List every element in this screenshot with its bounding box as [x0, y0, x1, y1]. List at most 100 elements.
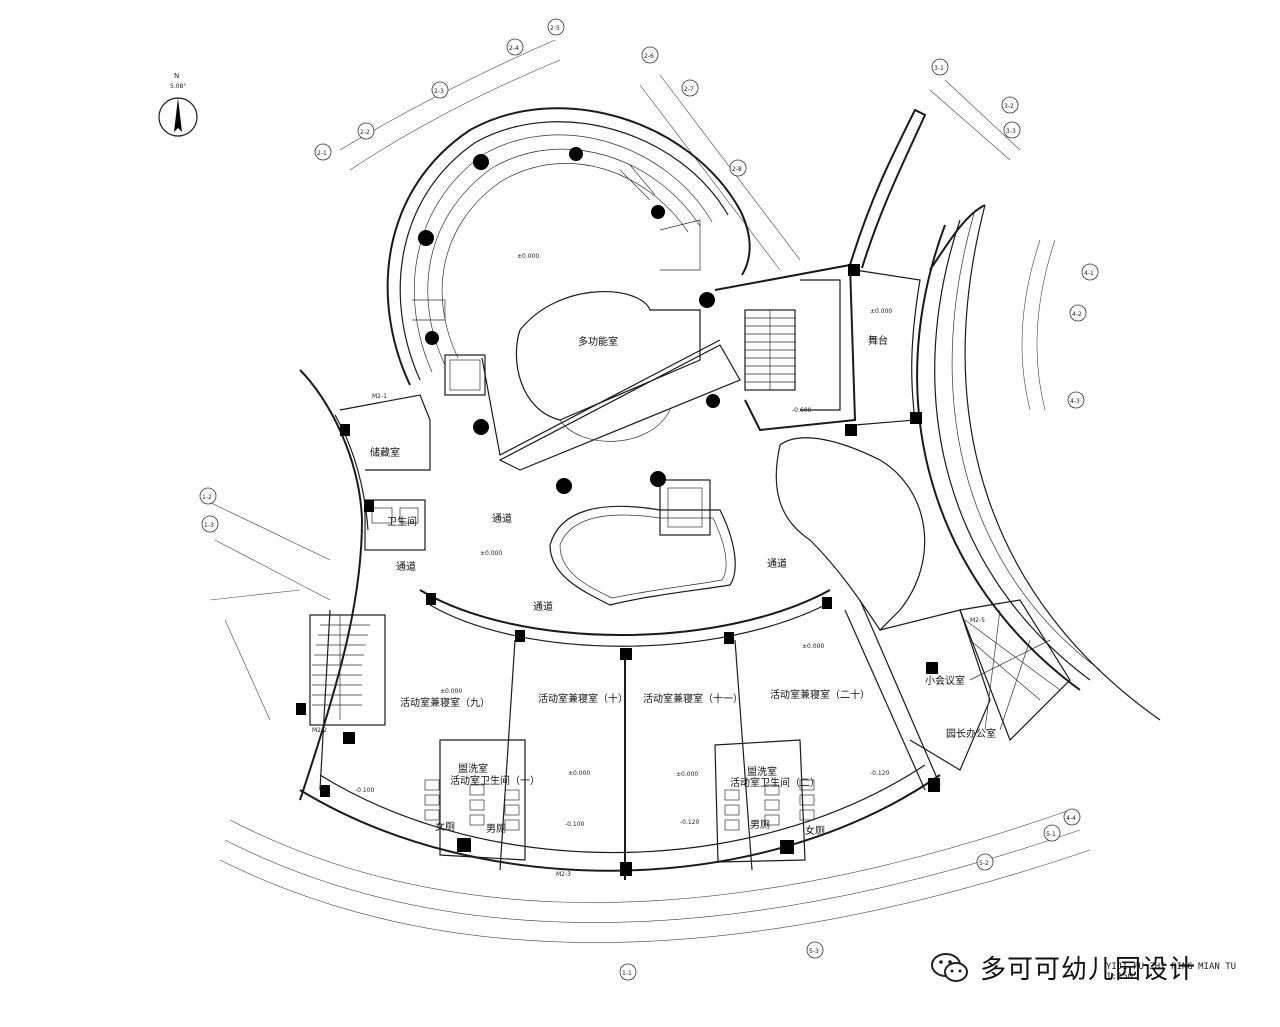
axis-bubble: 5-1: [1043, 824, 1061, 842]
svg-text:4-4: 4-4: [1066, 815, 1076, 822]
north-note: 5.08°: [170, 83, 186, 90]
svg-text:-0.120: -0.120: [680, 819, 700, 826]
svg-text:±0.000: ±0.000: [480, 550, 502, 557]
svg-text:1-1: 1-1: [622, 970, 632, 977]
svg-text:5-2: 5-2: [979, 860, 989, 867]
svg-text:5-1: 5-1: [1046, 831, 1056, 838]
room-labels: 多功能室 储藏室 卫生间 通道 通道 通道 通道 舞台 活动室兼寝室（九） 活动…: [370, 334, 996, 837]
axis-bubble: 1-2: [199, 487, 217, 505]
axis-bubble: 3-3: [1003, 121, 1021, 139]
west-wing: [299, 369, 431, 801]
svg-text:-0.100: -0.100: [565, 821, 585, 828]
svg-text:2-3: 2-3: [434, 88, 444, 95]
level-marks: ±0.000 ±0.000 ±0.000 -0.600 ±0.000 ±0.00…: [355, 253, 892, 828]
svg-text:±0.000: ±0.000: [517, 253, 539, 260]
title-line-1: YIJI FU ZHI PING MIAN TU: [1106, 962, 1237, 972]
room-toilet: 卫生间: [387, 515, 417, 528]
svg-text:3-3: 3-3: [1006, 128, 1016, 135]
room-multi-function: 多功能室: [578, 335, 618, 348]
svg-text:3-1: 3-1: [934, 65, 944, 72]
room-wash-1: 盥洗室: [458, 762, 488, 775]
south-classroom-wing: [299, 589, 1071, 880]
room-activity-11: 活动室兼寝室（十一）: [643, 692, 743, 705]
stair-northeast: [714, 263, 857, 432]
axis-bubble: 5-3: [806, 941, 824, 959]
round-columns: [418, 147, 720, 494]
axis-bubble: 2-2: [357, 122, 375, 140]
svg-text:±0.000: ±0.000: [440, 688, 462, 695]
title-line-2: 1:150: [1106, 972, 1134, 982]
svg-text:2-2: 2-2: [360, 129, 370, 136]
axis-bubble: 4-1: [1081, 263, 1099, 281]
axis-bubble: 4-4: [1063, 808, 1081, 826]
axis-bubble: 2-8: [729, 159, 747, 177]
room-female-1: 女厕: [435, 820, 455, 833]
watermark: 多可可幼儿园设计: [928, 945, 1196, 989]
svg-text:M2-1: M2-1: [372, 393, 387, 400]
svg-text:2-8: 2-8: [732, 166, 742, 173]
room-activity-9: 活动室兼寝室（九）: [400, 696, 490, 709]
columns: [296, 264, 940, 876]
svg-text:2-4: 2-4: [509, 45, 519, 52]
north-compass: N 5.08°: [158, 72, 198, 137]
room-corridor-4: 通道: [767, 557, 787, 570]
svg-text:±0.000: ±0.000: [802, 643, 824, 650]
svg-text:M2-2: M2-2: [312, 727, 327, 734]
svg-text:4-2: 4-2: [1072, 311, 1082, 318]
svg-text:±0.000: ±0.000: [568, 770, 590, 777]
svg-text:2-1: 2-1: [317, 150, 327, 157]
svg-text:1-3: 1-3: [204, 522, 214, 529]
title-block: YIJI FU ZHI PING MIAN TU 1:150: [1106, 962, 1236, 982]
axis-bubble: 4-3: [1067, 391, 1085, 409]
room-storage: 储藏室: [370, 446, 400, 459]
svg-text:M2-3: M2-3: [556, 871, 571, 878]
svg-text:1-2: 1-2: [202, 494, 212, 501]
axis-bubble: 4-2: [1069, 304, 1087, 322]
room-activity-20: 活动室兼寝室（二十）: [770, 688, 870, 701]
room-wash-2-toilet: 活动室卫生间（二）: [730, 776, 820, 789]
axis-bubble: 2-1: [314, 143, 332, 161]
svg-text:2-5: 2-5: [550, 25, 560, 32]
courtyard-features: [549, 437, 926, 631]
axis-bubble: 1-3: [201, 515, 219, 533]
room-meeting: 小会议室: [925, 674, 965, 687]
axis-bubble: 2-6: [641, 46, 659, 64]
svg-text:M2-5: M2-5: [970, 617, 985, 624]
axis-bubble: 1-1: [619, 963, 637, 981]
svg-text:3-2: 3-2: [1004, 103, 1014, 110]
room-male-1: 男厕: [486, 823, 506, 835]
svg-text:-0.600: -0.600: [792, 407, 812, 414]
axis-bubble: 2-7: [681, 79, 699, 97]
svg-text:2-6: 2-6: [644, 53, 654, 60]
room-activity-10: 活动室兼寝室（十）: [538, 692, 628, 705]
axis-bubble: 3-1: [931, 58, 949, 76]
watermark-text: 多可可幼儿园设计: [980, 954, 1197, 985]
dimension-lines: [204, 39, 1091, 943]
room-corridor-2: 通道: [396, 560, 416, 573]
svg-text:4-1: 4-1: [1084, 270, 1094, 277]
svg-text:-0.120: -0.120: [870, 770, 890, 777]
multi-function-hall-walls: [386, 107, 751, 471]
wechat-icon: [931, 953, 968, 982]
room-male-2: 男厕: [750, 819, 770, 831]
svg-text:-0.100: -0.100: [355, 787, 375, 794]
axis-bubble: 2-4: [506, 38, 524, 56]
svg-text:2-7: 2-7: [684, 86, 694, 93]
east-curve-walls: [916, 204, 1161, 721]
svg-text:5-3: 5-3: [809, 948, 819, 955]
axis-bubble: 2-5: [547, 18, 565, 36]
room-corridor-1: 通道: [492, 512, 512, 525]
axis-bubbles: 2-1 2-2 2-3 2-4 2-5 2-6 2-7 2-8 3-1 3-2 …: [199, 18, 1099, 981]
room-director: 园长办公室: [946, 727, 996, 740]
north-label: N: [174, 72, 179, 80]
room-stage: 舞台: [868, 334, 888, 347]
axis-bubble: 5-2: [976, 853, 994, 871]
room-female-2: 女厕: [805, 824, 825, 837]
door-tags: M2-1 M2-2 M2-3 M2-5: [312, 393, 985, 878]
axis-bubble: 2-3: [431, 81, 449, 99]
svg-text:4-3: 4-3: [1070, 398, 1080, 405]
room-wash-2: 盥洗室: [747, 765, 777, 778]
svg-text:±0.000: ±0.000: [676, 771, 698, 778]
svg-text:±0.000: ±0.000: [870, 308, 892, 315]
